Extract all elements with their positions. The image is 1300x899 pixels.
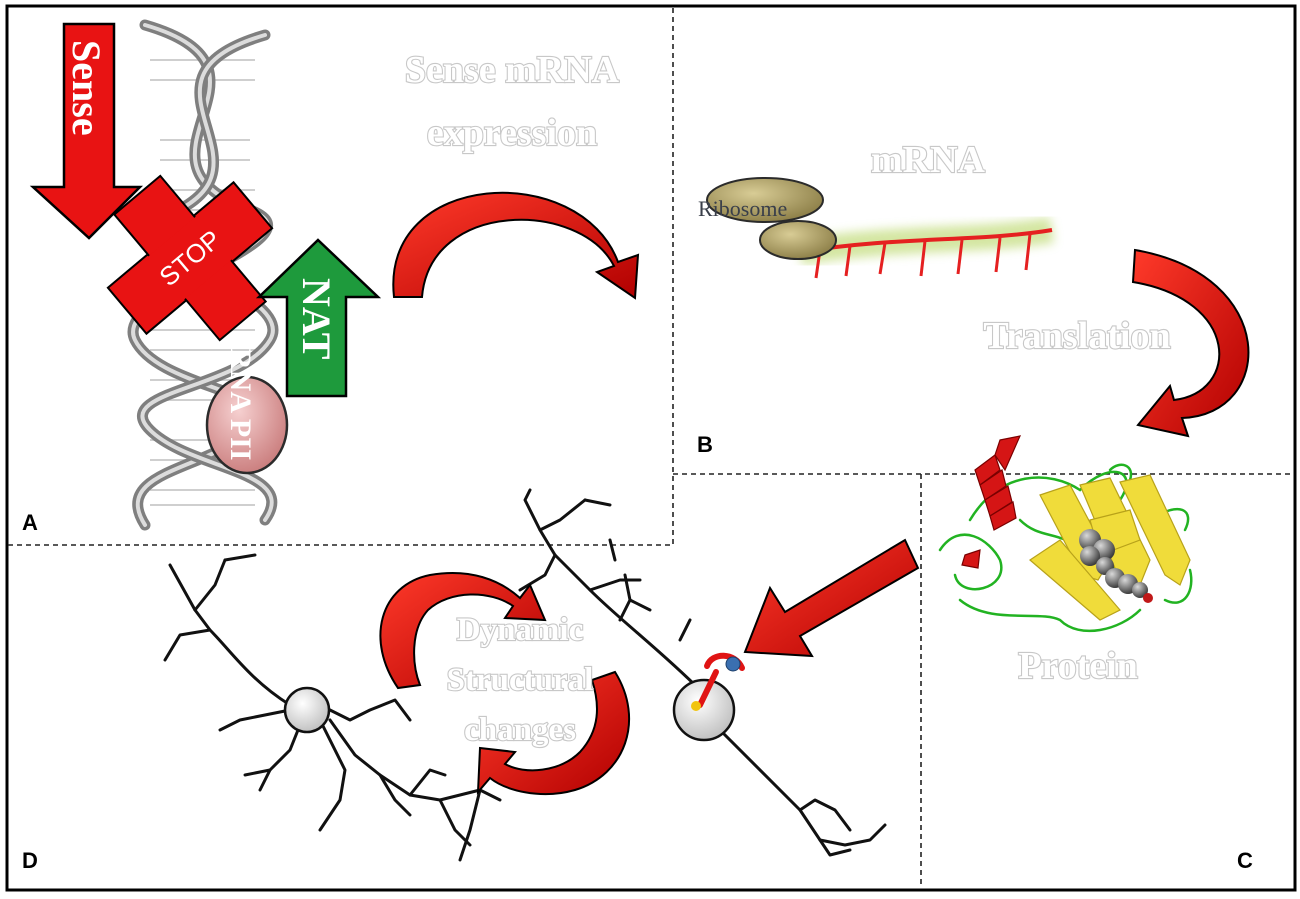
- straight-arrow-icon: [743, 538, 920, 658]
- protein-label: Protein: [1018, 645, 1138, 687]
- protein-structure-icon: [938, 435, 1193, 633]
- dynamic-label: Dynamic: [457, 612, 584, 648]
- rna-pol-label: RNA PII: [224, 348, 257, 461]
- ribosome-label: Ribosome: [698, 196, 787, 221]
- neuron-cell-icon: [518, 488, 887, 857]
- curved-arrow-icon: [392, 191, 640, 300]
- rna-polymerase-icon: RNA PII: [205, 348, 289, 475]
- ligand-balls: [1079, 529, 1153, 603]
- ribosome-icon: Ribosome: [698, 177, 837, 260]
- stop-cross-icon: STOP: [106, 174, 274, 342]
- receptor-icon: [691, 652, 745, 711]
- panel-letter-b: B: [697, 432, 713, 457]
- panel-letter-d: D: [22, 848, 38, 873]
- sense-mrna-heading-line1: Sense mRNA: [405, 49, 620, 91]
- panel-letter-a: A: [22, 510, 38, 535]
- curved-arrow-icon: [379, 571, 547, 690]
- panel-a: Sense STOP NAT RNA PII Sense mRNA expres…: [22, 19, 640, 535]
- curved-arrow-icon: [1131, 248, 1250, 438]
- changes-label: changes: [464, 712, 576, 748]
- nat-label: NAT: [294, 278, 339, 360]
- structural-label: Structural: [447, 662, 594, 698]
- panel-b: mRNA Ribosome Translation: [697, 138, 1250, 457]
- sense-label: Sense: [64, 40, 109, 136]
- nat-arrow-icon: NAT: [255, 238, 382, 398]
- mrna-heading: mRNA: [871, 139, 986, 181]
- curved-arrow-icon: [476, 670, 631, 796]
- panel-d: Dynamic Structural changes D: [22, 488, 887, 873]
- panel-letter-c: C: [1237, 848, 1253, 873]
- translation-label: Translation: [983, 315, 1170, 357]
- sense-mrna-heading-line2: expression: [427, 112, 597, 154]
- panel-c: Protein C: [743, 435, 1253, 873]
- sense-arrow-icon: Sense: [29, 22, 144, 240]
- neuron-cell-icon: [163, 553, 502, 862]
- mrna-strand-icon: [797, 217, 1055, 279]
